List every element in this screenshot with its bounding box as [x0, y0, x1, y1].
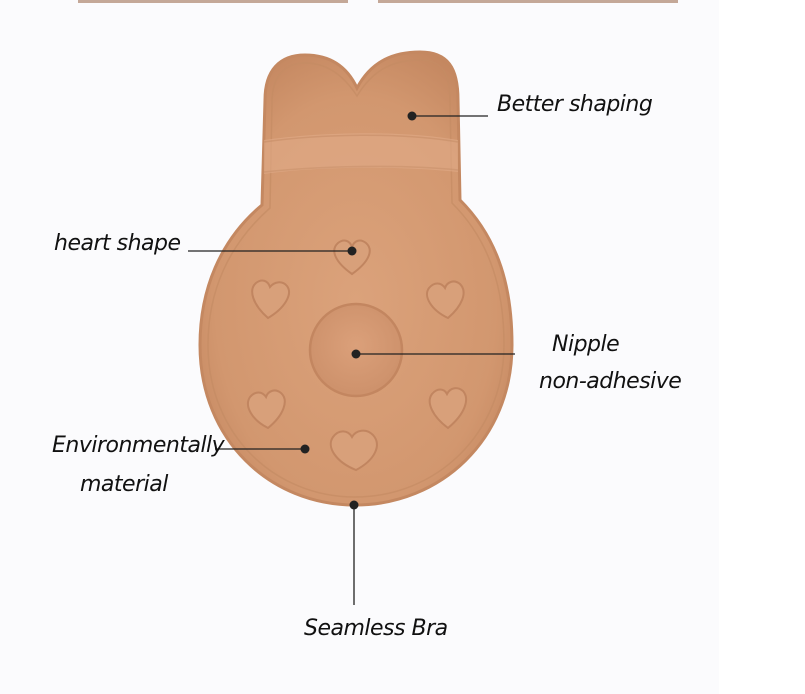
label-material: material [80, 472, 168, 497]
heart-icon [428, 387, 467, 430]
heart-icon [426, 280, 465, 320]
label-better-shaping: Better shaping [497, 92, 653, 117]
adhesive-strip-band [264, 133, 458, 174]
marker-dot [351, 349, 361, 359]
label-non-adhesive: non-adhesive [539, 369, 682, 394]
label-environmentally: Environmentally [52, 433, 225, 458]
right-margin [719, 0, 805, 694]
heart-icon [247, 389, 286, 430]
pad-inner-rim [207, 59, 505, 498]
top-edge-bar-right [378, 0, 678, 3]
marker-dot [347, 246, 357, 256]
heart-icon [251, 279, 290, 320]
strip-edge-bottom [263, 165, 459, 173]
strip-edge-top [263, 134, 459, 143]
label-seamless-bra: Seamless Bra [304, 616, 448, 641]
label-nipple: Nipple [552, 332, 620, 357]
heart-icon [329, 429, 378, 472]
marker-dot [349, 500, 359, 510]
top-edge-bar-left [78, 0, 348, 3]
label-heart-shape: heart shape [54, 231, 181, 256]
marker-dot [407, 111, 417, 121]
marker-dot [300, 444, 310, 454]
